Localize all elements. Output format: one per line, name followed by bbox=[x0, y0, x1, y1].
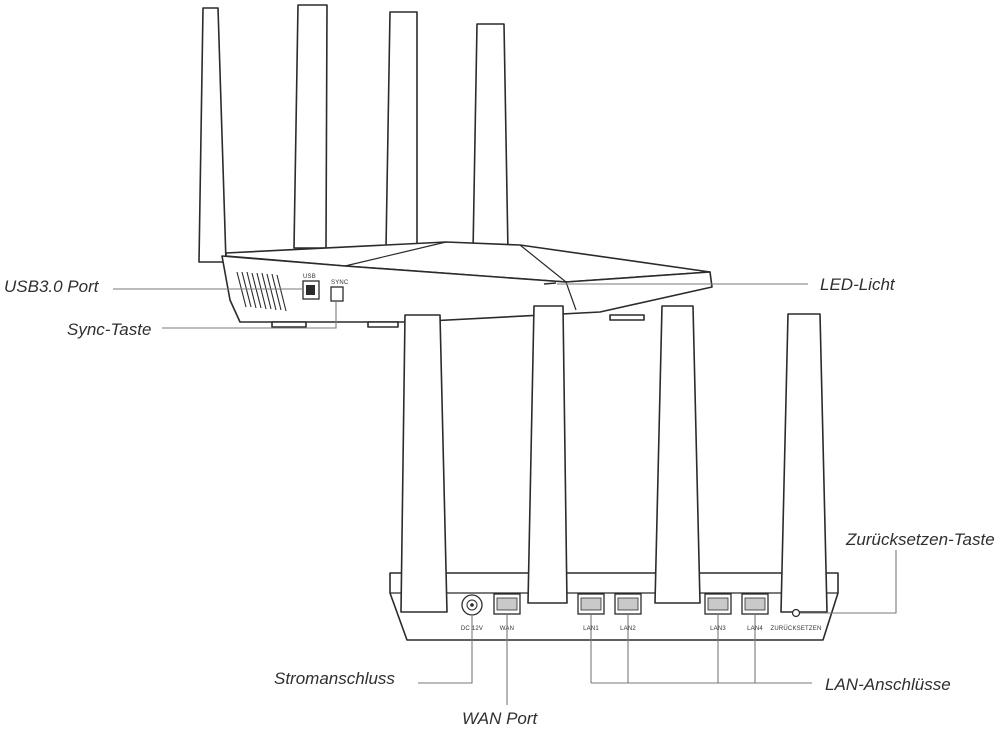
sync-button-label: SYNC bbox=[331, 280, 349, 286]
side-antenna-3 bbox=[385, 11, 418, 249]
label-wan-port: WAN Port bbox=[462, 709, 539, 728]
label-led-light: LED-Licht bbox=[820, 275, 896, 294]
reset-port-label: ZURÜCKSETZEN bbox=[770, 625, 821, 632]
label-sync-button: Sync-Taste bbox=[67, 320, 151, 339]
side-antenna-2 bbox=[293, 4, 328, 249]
label-lan-ports: LAN-Anschlüsse bbox=[825, 675, 951, 694]
side-body bbox=[221, 255, 713, 323]
router-side-view: USB SYNC bbox=[198, 4, 713, 328]
router-rear-view: DC 12V WAN LAN1 LAN2 LAN3 LAN4 ZURÜCKSET… bbox=[389, 305, 839, 641]
side-foot-2 bbox=[367, 321, 399, 328]
rear-antenna-4 bbox=[780, 313, 828, 613]
label-power-port: Stromanschluss bbox=[274, 669, 395, 688]
side-antenna-1 bbox=[198, 7, 227, 263]
rear-antenna-3 bbox=[654, 305, 701, 604]
reset-pinhole bbox=[791, 608, 801, 618]
usb-port-label: USB bbox=[303, 274, 316, 280]
rear-antenna-2 bbox=[527, 305, 568, 604]
label-reset-button: Zurücksetzen-Taste bbox=[845, 530, 995, 549]
led-indicator bbox=[543, 282, 557, 285]
sync-button bbox=[330, 286, 344, 302]
callout-labels: USB3.0 Port Sync-Taste LED-Licht Zurücks… bbox=[4, 275, 995, 728]
label-usb-port: USB3.0 Port bbox=[4, 277, 100, 296]
side-antenna-4 bbox=[472, 23, 509, 253]
side-foot-1 bbox=[271, 321, 307, 328]
leader-lines bbox=[113, 283, 897, 705]
side-vent-grille bbox=[236, 271, 287, 312]
rear-antenna-1 bbox=[400, 314, 448, 613]
side-foot-3 bbox=[609, 314, 645, 321]
